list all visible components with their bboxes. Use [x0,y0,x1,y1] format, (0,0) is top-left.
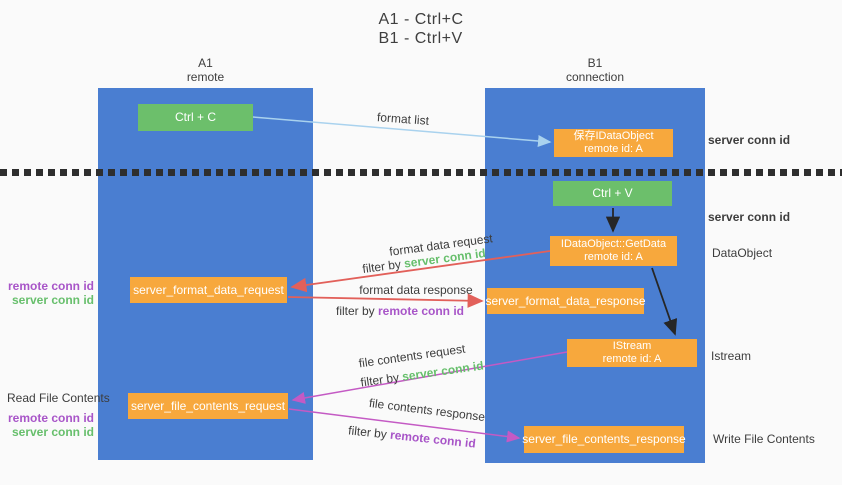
remote-conn-id-left-file: remote conn id [7,411,94,425]
read-file-contents-label: Read File Contents [7,391,110,405]
server-format-data-response-box: server_format_data_response [485,288,646,314]
file-contents-response-label: file contents response [368,395,486,425]
diagram-title: A1 - Ctrl+C B1 - Ctrl+V [0,10,842,48]
format-list-label: format list [376,110,430,128]
remote-conn-id-left-format: remote conn id [7,279,94,293]
format-data-response-arrow [287,293,484,308]
istream-box: IStream remote id: A [567,339,697,367]
filter-by-text: filter by [359,369,404,390]
ctrl-c-label: Ctrl + C [174,110,216,124]
server-format-data-response-label: server_format_data_response [485,293,646,308]
istream-line2: remote id: A [602,353,662,365]
ctrl-c-box: Ctrl + C [138,104,253,131]
ctrl-v-label: Ctrl + V [592,186,633,200]
lane-a1-title: A1 [198,56,213,70]
title-line-1: A1 - Ctrl+C [378,11,464,28]
server-format-data-request-label: server_format_data_request [133,282,284,297]
lane-b1-title: B1 [587,56,603,70]
idataobject-getdata-box: IDataObject::GetData remote id: A [550,236,677,266]
server-conn-id-left-format: server conn id [11,293,94,307]
filter-by-text: filter by [347,423,391,442]
save-idataobject-line2: remote id: A [584,143,643,155]
lane-a1-subtitle: remote [186,70,225,84]
lane-header-b1: B1 connection [485,56,705,84]
lane-header-a1: A1 remote [98,56,313,84]
filter-by-text: filter by [361,256,406,277]
server-conn-id-right-top: server conn id [708,133,791,147]
diagram-title-inner: A1 - Ctrl+C B1 - Ctrl+V [378,10,463,48]
server-conn-id-right-mid: server conn id [708,210,791,224]
file-conn-ids-left: remote conn id server conn id [0,411,94,439]
server-file-contents-request-label: server_file_contents_request [130,398,286,413]
istream-line1: IStream [612,340,652,352]
server-conn-id-left-file: server conn id [11,425,94,439]
file-contents-response-filter-label: filter by remote conn id [348,423,477,450]
getdata-line1: IDataObject::GetData [560,238,667,250]
save-idataobject-line1: 保存IDataObject [573,130,654,142]
format-data-response-label: format data response [359,283,473,297]
remote-conn-id-text: remote conn id [389,427,477,451]
remote-conn-id-text: remote conn id [378,304,465,318]
title-line-2: B1 - Ctrl+V [378,30,463,47]
server-file-contents-request-box: server_file_contents_request [128,393,288,419]
save-idataobject-box: 保存IDataObject remote id: A [554,129,673,157]
lane-b1-subtitle: connection [565,70,625,84]
dataobject-label: DataObject [712,246,773,260]
server-format-data-request-box: server_format_data_request [130,277,287,303]
write-file-contents-label: Write File Contents [713,432,815,446]
getdata-line2: remote id: A [584,251,643,263]
session-divider-dashed-line [0,169,842,176]
istream-side-label: Istream [711,349,752,363]
ctrl-v-box: Ctrl + V [553,181,672,206]
filter-by-text: filter by [335,304,378,318]
format-data-response-filter-label: filter by remote conn id [336,304,464,318]
format-conn-ids-left: remote conn id server conn id [0,279,94,307]
server-file-contents-response-box: server_file_contents_response [522,426,686,453]
server-file-contents-response-label: server_file_contents_response [522,432,686,446]
